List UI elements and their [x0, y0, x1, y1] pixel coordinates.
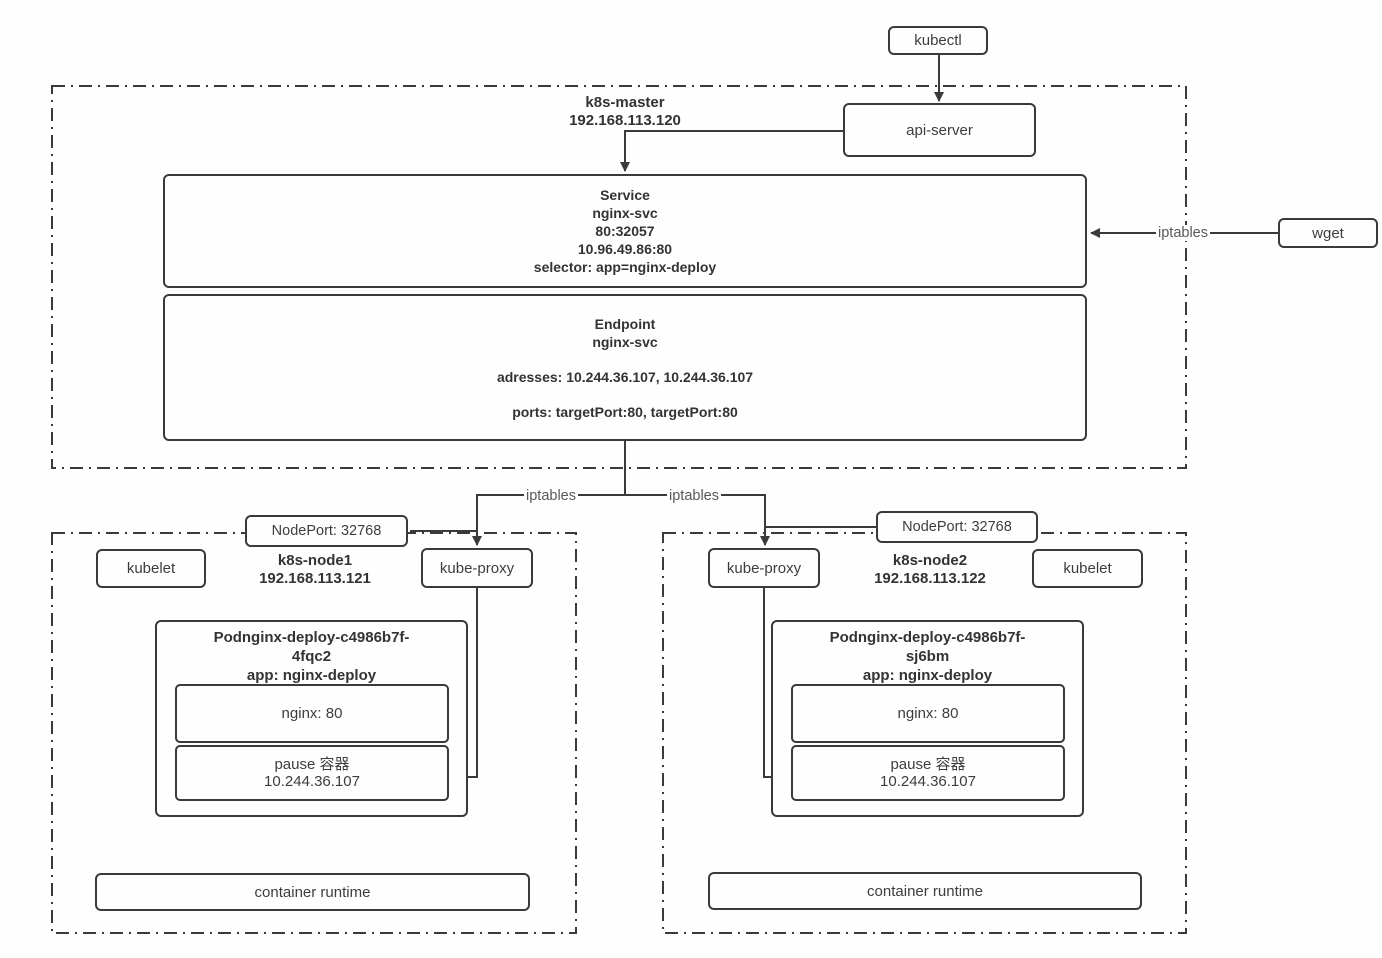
arrow-apiserver-to-service	[620, 130, 843, 172]
node1-nginx-container-box: nginx: 80	[175, 684, 449, 743]
api-server-label: api-server	[906, 121, 973, 139]
endpoint-addresses: adresses: 10.244.36.107, 10.244.36.107	[496, 368, 754, 385]
node2-pause-label: pause 容器	[890, 756, 966, 773]
node2-pod-box: Podnginx-deploy-c4986b7f- sj6bm app: ngi…	[771, 620, 1084, 817]
node2-kubelet-label: kubelet	[1063, 560, 1112, 577]
master-name: k8s-master	[585, 94, 665, 111]
api-server-box: api-server	[843, 103, 1036, 157]
endpoint-name: nginx-svc	[592, 333, 658, 350]
k8s-master-boundary	[51, 85, 1187, 469]
node1-name: k8s-node1	[277, 552, 353, 569]
node1-pause-label: pause 容器	[274, 756, 350, 773]
node1-pod-title-line3: app: nginx-deploy	[246, 667, 377, 684]
node2-nginx-label: nginx: 80	[897, 705, 959, 722]
endpoint-ports: ports: targetPort:80, targetPort:80	[512, 403, 738, 420]
node2-container-runtime-label: container runtime	[867, 882, 983, 900]
node1-kube-proxy-box: kube-proxy	[421, 548, 533, 588]
master-header: k8s-master 192.168.113.120	[500, 94, 750, 130]
service-ports: 80:32057	[595, 223, 655, 239]
iptables-label-wget: iptables	[1156, 225, 1210, 241]
node1-pause-container-box: pause 容器 10.244.36.107	[175, 745, 449, 801]
node1-header: k8s-node1 192.168.113.121	[230, 552, 400, 587]
node2-pause-ip: 10.244.36.107	[880, 773, 976, 790]
iptables-label-node1: iptables	[524, 488, 578, 504]
master-ip: 192.168.113.120	[569, 112, 681, 129]
node2-pod-title-line1: Podnginx-deploy-c4986b7f-	[829, 629, 1026, 646]
node1-nginx-label: nginx: 80	[281, 705, 343, 722]
node2-kubelet-box: kubelet	[1032, 549, 1143, 588]
node1-pod-title-line1: Podnginx-deploy-c4986b7f-	[213, 629, 410, 646]
node1-pause-ip: 10.244.36.107	[264, 773, 360, 790]
node1-kubelet-label: kubelet	[126, 560, 176, 577]
node1-kube-proxy-label: kube-proxy	[439, 559, 515, 577]
node1-pod-box: Podnginx-deploy-c4986b7f- 4fqc2 app: ngi…	[155, 620, 468, 817]
kubectl-box: kubectl	[888, 26, 988, 55]
endpoint-title: Endpoint	[594, 315, 656, 332]
service-title: Service	[600, 187, 650, 203]
nodeport2-box: NodePort: 32768	[876, 511, 1038, 543]
node2-pod-title-line3: app: nginx-deploy	[862, 667, 993, 684]
node1-container-runtime-box: container runtime	[95, 873, 530, 911]
node2-kube-proxy-label: kube-proxy	[726, 559, 802, 577]
wget-box: wget	[1278, 218, 1378, 248]
k8s-node2-boundary	[662, 532, 1187, 934]
nodeport1-box: NodePort: 32768	[245, 515, 408, 547]
node2-pod-title: Podnginx-deploy-c4986b7f- sj6bm app: ngi…	[773, 622, 1082, 685]
node2-container-runtime-box: container runtime	[708, 872, 1142, 910]
nodeport2-label: NodePort: 32768	[902, 519, 1012, 535]
node1-kubelet-box: kubelet	[96, 549, 206, 588]
node1-pod-title: Podnginx-deploy-c4986b7f- 4fqc2 app: ngi…	[157, 622, 466, 685]
service-name: nginx-svc	[592, 205, 658, 221]
service-selector: selector: app=nginx-deploy	[533, 259, 717, 275]
node1-ip: 192.168.113.121	[259, 569, 371, 587]
service-cluster-ip: 10.96.49.86:80	[577, 241, 673, 257]
node2-pod-title-line2: sj6bm	[905, 648, 950, 665]
node2-kube-proxy-box: kube-proxy	[708, 548, 820, 588]
node1-pod-title-line2: 4fqc2	[291, 648, 332, 665]
service-box: Service nginx-svc 80:32057 10.96.49.86:8…	[163, 174, 1087, 288]
endpoint-box: Endpoint nginx-svc adresses: 10.244.36.1…	[163, 294, 1087, 441]
node2-ip: 192.168.113.122	[874, 569, 986, 587]
node1-container-runtime-label: container runtime	[254, 883, 371, 901]
node2-header: k8s-node2 192.168.113.122	[845, 552, 1015, 587]
node2-pause-container-box: pause 容器 10.244.36.107	[791, 745, 1065, 801]
iptables-label-node2: iptables	[667, 488, 721, 504]
wget-label: wget	[1312, 224, 1344, 242]
nodeport1-label: NodePort: 32768	[271, 523, 382, 539]
node2-nginx-container-box: nginx: 80	[791, 684, 1065, 743]
kubectl-label: kubectl	[914, 32, 962, 49]
node2-name: k8s-node2	[892, 552, 968, 569]
